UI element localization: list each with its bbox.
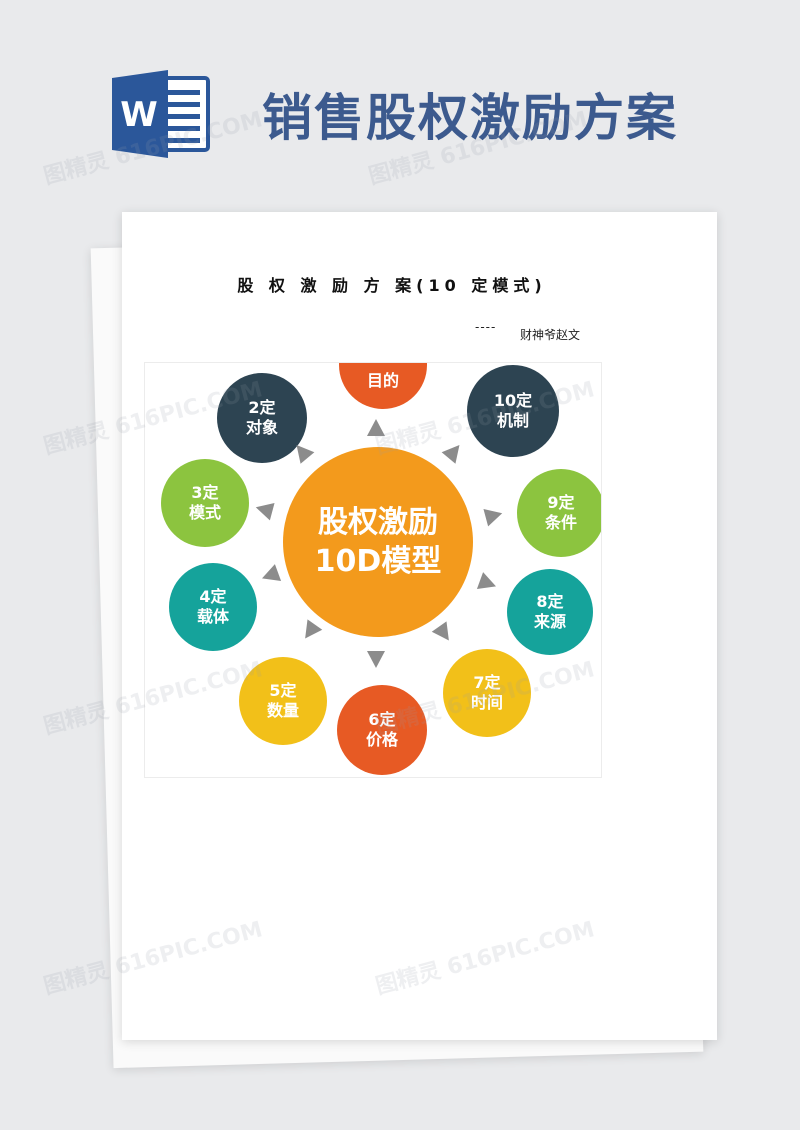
arrow-to-node-10 <box>441 439 467 464</box>
node-1-line-2: 目的 <box>366 371 399 390</box>
center-line-1: 股权激励 <box>318 505 438 540</box>
node-3-mode: 3定 模式 <box>161 459 249 547</box>
node-6-line-1: 6定 <box>368 710 396 729</box>
arrow-to-node-6 <box>367 651 385 668</box>
node-9-line-1: 9定 <box>547 493 575 512</box>
node-9-line-2: 条件 <box>544 513 577 532</box>
node-4-line-2: 载体 <box>196 607 229 626</box>
document-title: 股 权 激 励 方 案(10 定模式) <box>237 276 547 295</box>
node-7-time: 7定 时间 <box>443 649 531 737</box>
node-9-condition: 9定 条件 <box>517 469 601 557</box>
node-8-line-2: 来源 <box>533 612 566 631</box>
arrow-to-node-8 <box>476 572 500 595</box>
arrow-to-node-9 <box>483 504 505 527</box>
node-1-purpose: 目的 <box>339 363 427 409</box>
node-10-mechanism: 10定 机制 <box>467 365 559 457</box>
node-6-line-2: 价格 <box>365 730 398 749</box>
equity-incentive-10d-diagram: 股权激励 10D模型 目的 2定 对象 3定 模式 4定 载体 5定 数量 6定… <box>144 362 602 778</box>
arrow-to-node-7 <box>431 621 457 646</box>
node-5-quantity: 5定 数量 <box>239 657 327 745</box>
node-8-source: 8定 来源 <box>507 569 593 655</box>
node-5-line-1: 5定 <box>269 681 297 700</box>
node-2-line-2: 对象 <box>245 418 278 437</box>
arrow-to-node-5 <box>297 619 323 644</box>
node-5-line-2: 数量 <box>266 701 299 720</box>
node-2-line-1: 2定 <box>248 398 276 417</box>
arrow-to-node-4 <box>258 564 282 587</box>
author-dash: ---- <box>475 320 497 334</box>
node-7-line-1: 7定 <box>473 673 501 692</box>
word-document-icon: W <box>112 70 212 158</box>
node-10-line-2: 机制 <box>496 411 529 430</box>
page-header-title: 销售股权激励方案 <box>262 89 678 147</box>
node-6-price: 6定 价格 <box>337 685 427 775</box>
node-2-target: 2定 对象 <box>217 373 307 463</box>
node-8-line-1: 8定 <box>536 592 564 611</box>
node-4-line-1: 4定 <box>199 587 227 606</box>
svg-text:W: W <box>120 95 158 135</box>
node-4-carrier: 4定 载体 <box>169 563 257 651</box>
arrow-to-node-1 <box>367 419 385 436</box>
author-name: 财神爷赵文 <box>520 328 581 342</box>
center-line-2: 10D模型 <box>314 544 442 579</box>
center-circle: 股权激励 10D模型 <box>283 447 473 637</box>
arrow-to-node-3 <box>253 498 275 521</box>
node-3-line-2: 模式 <box>188 503 221 522</box>
node-7-line-2: 时间 <box>470 693 503 712</box>
node-3-line-1: 3定 <box>191 483 219 502</box>
node-10-line-1: 10定 <box>493 391 533 410</box>
